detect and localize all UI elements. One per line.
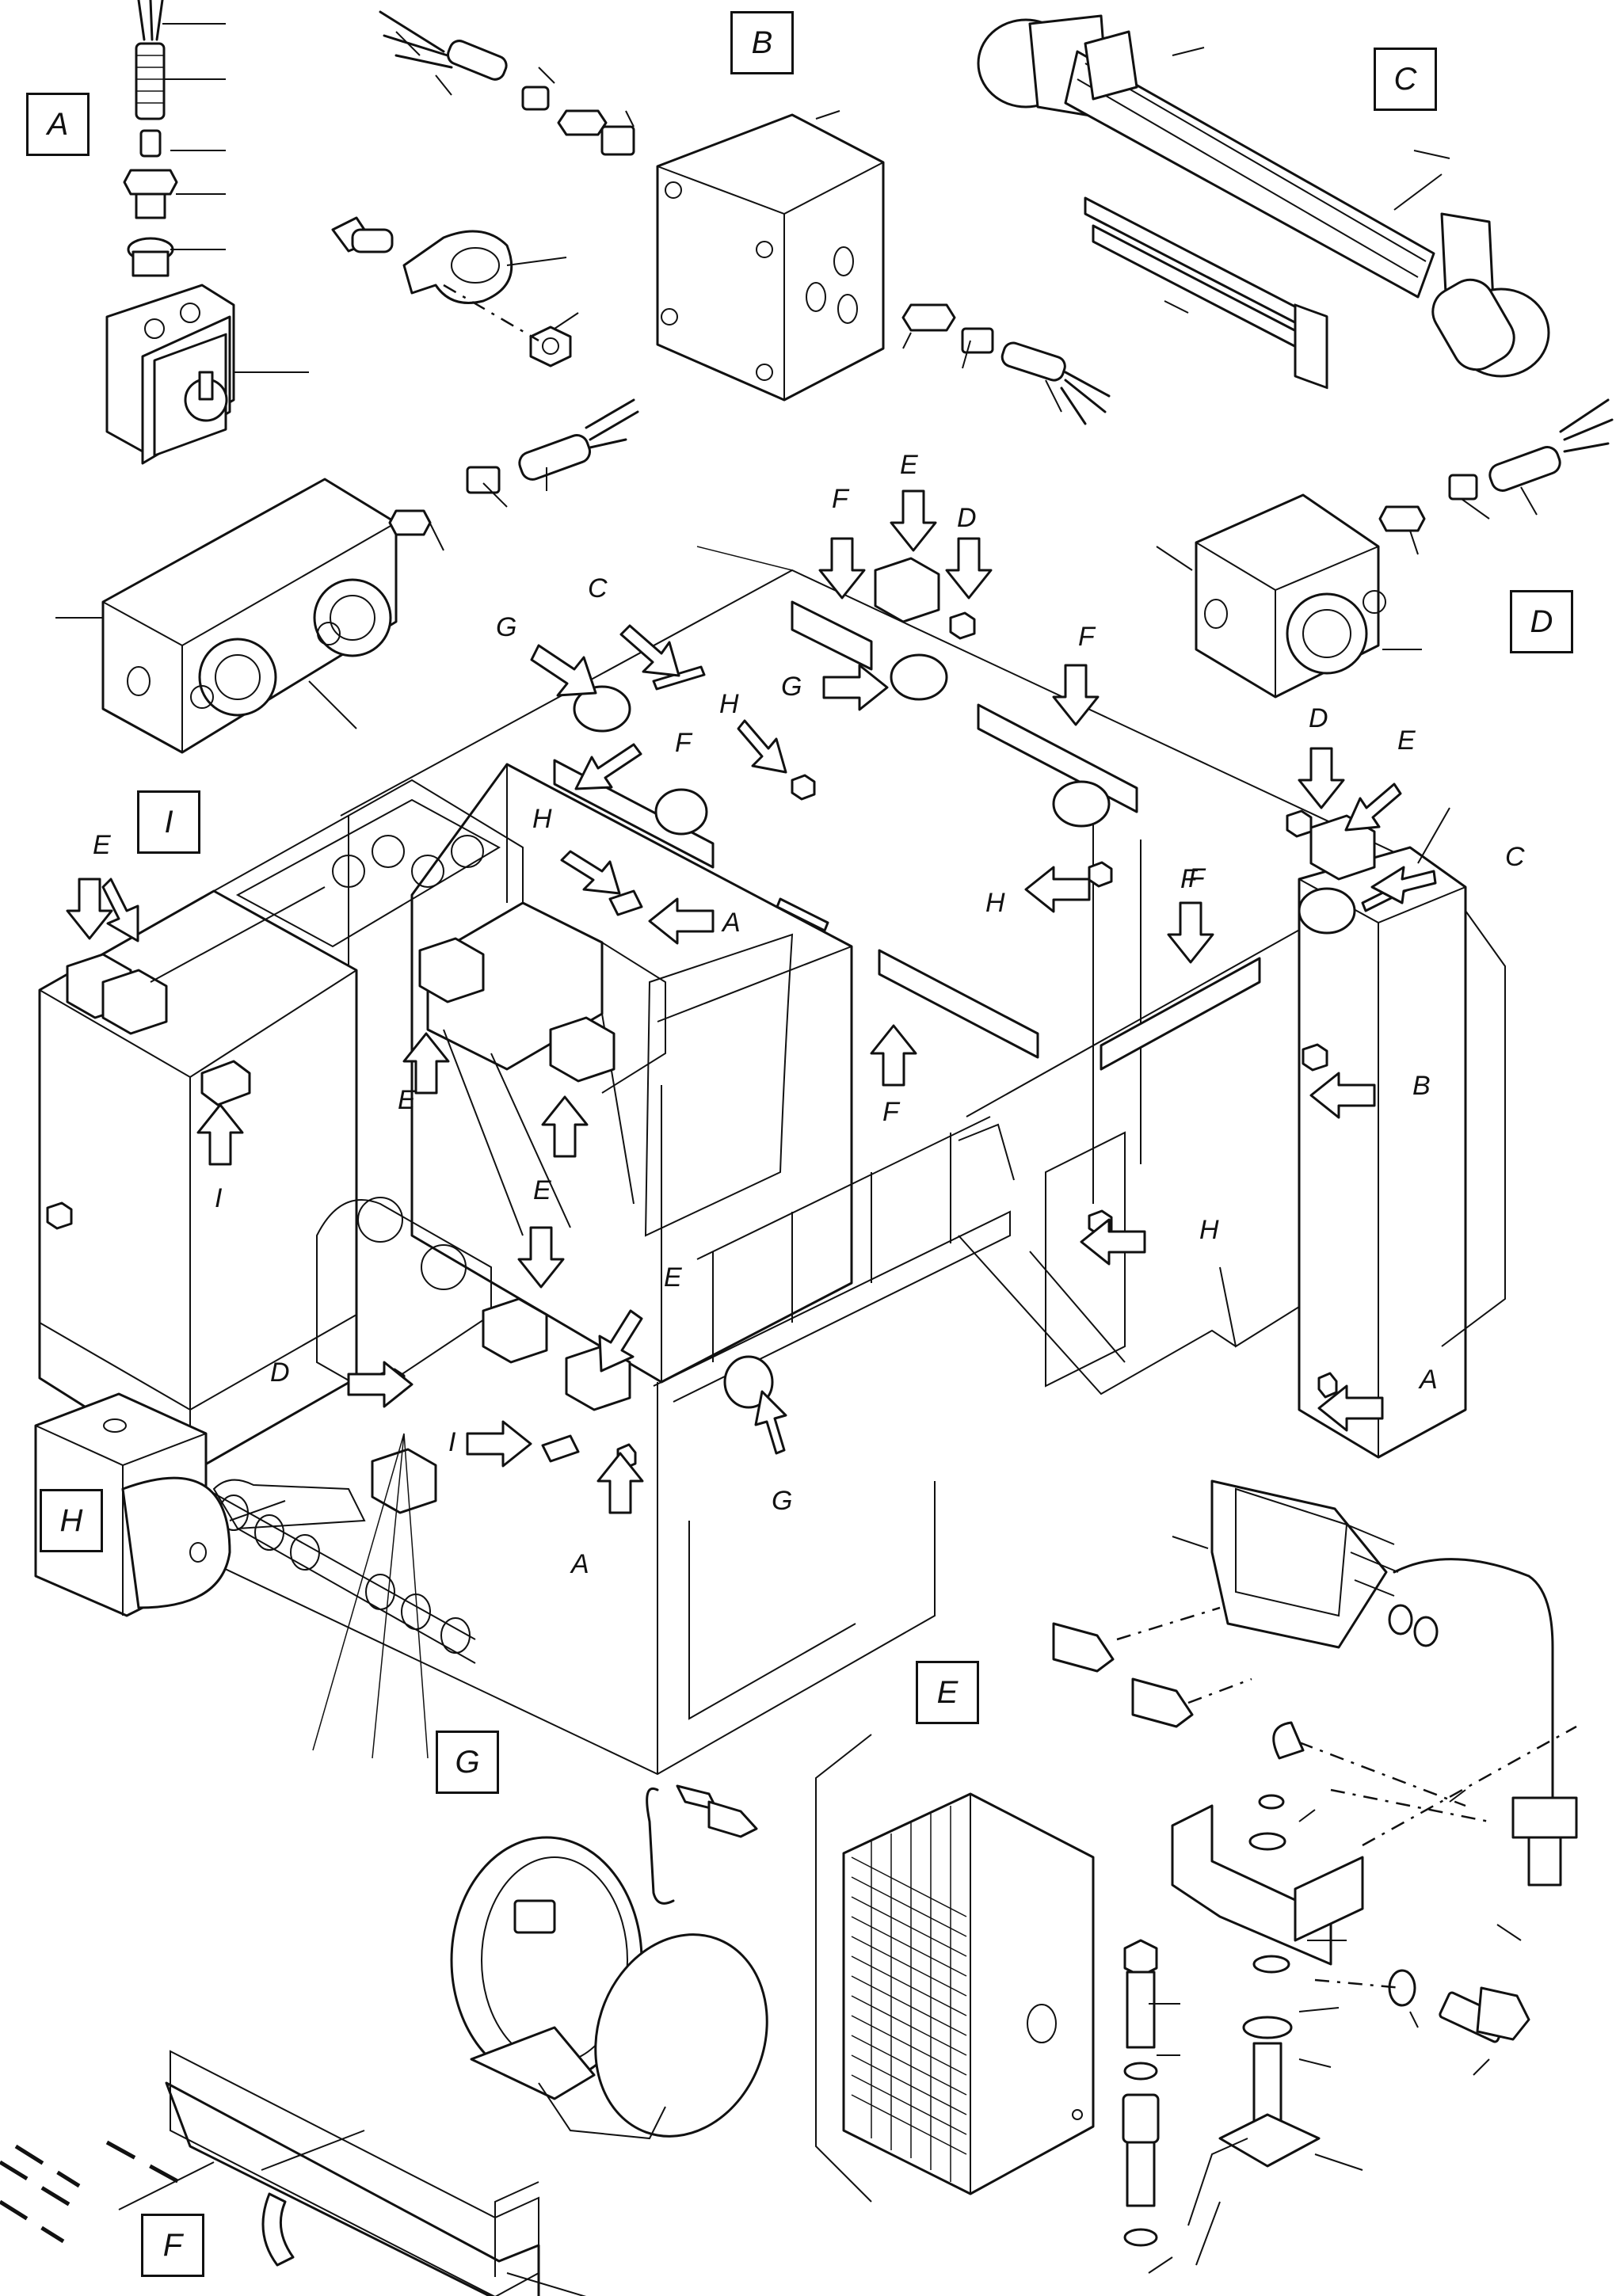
callout-letter: G bbox=[772, 1486, 793, 1516]
callout-letter: D bbox=[1309, 703, 1328, 733]
callout-letter: I bbox=[215, 1183, 223, 1213]
detail-h-solenoid-coil bbox=[34, 1392, 286, 1617]
callout-letter: F bbox=[1180, 864, 1197, 894]
detail-e-work-lamp bbox=[815, 1479, 1578, 2274]
callout-letter: H bbox=[532, 804, 552, 834]
callout-letter: F bbox=[882, 1097, 899, 1127]
view-label-b: B bbox=[730, 11, 794, 74]
callout-letter: E bbox=[900, 450, 918, 480]
callout-letter: C bbox=[588, 573, 608, 604]
callout-letter: F bbox=[1078, 622, 1095, 652]
callout-letter: F bbox=[675, 728, 692, 758]
callout-letter: B bbox=[1412, 1071, 1431, 1101]
detail-g-round-lamp bbox=[450, 1784, 768, 2140]
callout-letter: I bbox=[448, 1427, 456, 1457]
callout-arrows bbox=[66, 489, 1437, 1514]
detail-a-switch-assembly bbox=[105, 0, 309, 465]
callout-letter: E bbox=[664, 1262, 682, 1293]
callout-letter: E bbox=[1397, 725, 1416, 756]
double-socket-box bbox=[55, 398, 639, 754]
callout-letter: F bbox=[832, 484, 848, 514]
callout-letter: A bbox=[722, 908, 741, 938]
callout-letter: D bbox=[270, 1357, 290, 1388]
callout-letter: E bbox=[533, 1175, 551, 1205]
view-label-f: F bbox=[141, 2214, 204, 2277]
view-label-h: H bbox=[40, 1489, 103, 1552]
callout-letter: G bbox=[496, 612, 517, 642]
callout-letter: H bbox=[719, 689, 739, 719]
view-label-a: A bbox=[26, 93, 90, 156]
callout-letter: E bbox=[93, 830, 111, 860]
view-label-d: D bbox=[1510, 590, 1573, 653]
callout-letter: C bbox=[1505, 842, 1525, 872]
callout-letter: A bbox=[1420, 1365, 1438, 1395]
detail-d-socket-box bbox=[1156, 398, 1614, 699]
detail-c-tube-lamp bbox=[977, 14, 1550, 390]
callout-letter: A bbox=[571, 1549, 589, 1579]
view-label-c: C bbox=[1374, 48, 1437, 111]
callout-letter: D bbox=[957, 503, 977, 533]
callout-letter: H bbox=[1199, 1215, 1219, 1245]
view-label-i: I bbox=[137, 790, 200, 854]
callout-letter: G bbox=[781, 672, 802, 702]
callout-letter: H bbox=[985, 888, 1005, 918]
callout-letter: E bbox=[398, 1085, 416, 1115]
view-label-g: G bbox=[436, 1731, 499, 1794]
detail-b-junction-box bbox=[331, 10, 1111, 425]
view-label-e: E bbox=[916, 1661, 979, 1724]
callout-letter: F bbox=[1188, 863, 1205, 893]
detail-f-channel bbox=[0, 2050, 587, 2296]
